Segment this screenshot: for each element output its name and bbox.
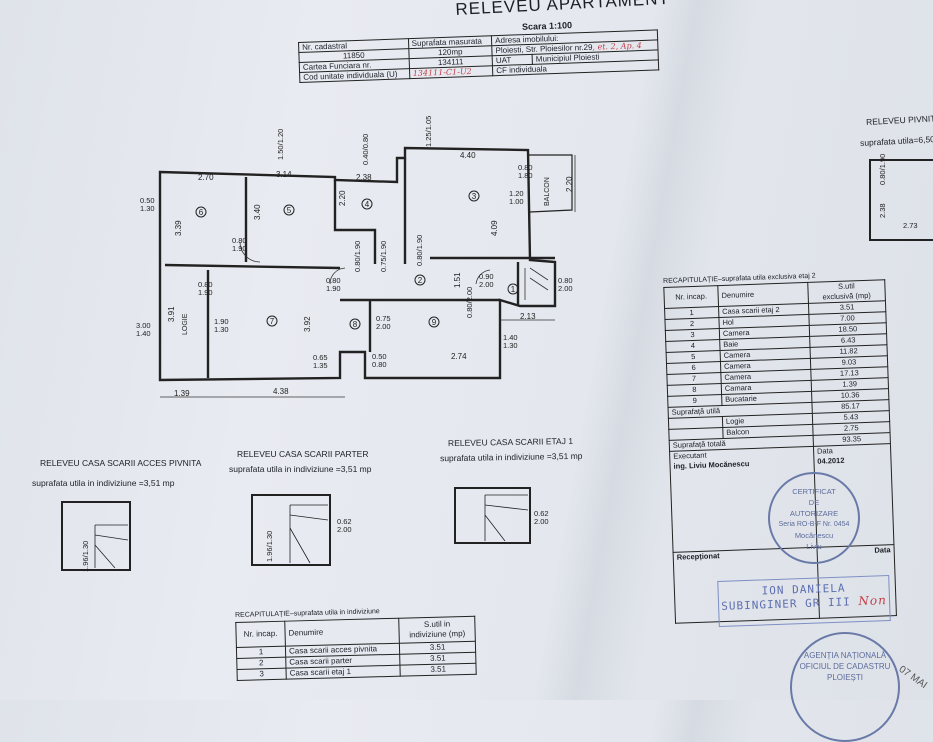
dim: 3.14 xyxy=(276,170,292,179)
svg-text:1.96/1.30: 1.96/1.30 xyxy=(265,531,274,562)
svg-text:6: 6 xyxy=(199,208,204,217)
opening-label: 0.80/1.90 xyxy=(353,241,362,272)
room-number-5: 5 xyxy=(283,204,295,216)
col-nr: Nr. incap. xyxy=(663,285,719,309)
dim: 3.39 xyxy=(174,220,183,236)
dim: 1.51 xyxy=(453,272,462,288)
dim: 3.40 xyxy=(253,204,262,220)
dim: 4.40 xyxy=(460,151,476,160)
svg-text:2: 2 xyxy=(418,276,423,285)
dim: 2.13 xyxy=(520,312,536,321)
svg-text:2.73: 2.73 xyxy=(903,221,918,230)
opening-label: 0.75/1.90 xyxy=(379,241,388,272)
room-number-8: 8 xyxy=(349,318,361,330)
balcon-label: BALCON xyxy=(544,177,551,206)
svg-text:7: 7 xyxy=(270,317,275,326)
room-number-6: 6 xyxy=(195,206,207,218)
plan-dimensions: 2.70 3.14 2.38 4.40 3.39 3.40 2.20 4.09 … xyxy=(167,151,574,398)
room-number-4: 4 xyxy=(361,198,373,210)
dim: 4.38 xyxy=(273,387,289,396)
plan-dimension-lines xyxy=(160,155,576,398)
room-number-2: 2 xyxy=(414,274,426,286)
svg-text:0.622.00: 0.622.00 xyxy=(337,517,352,534)
room-number-7: 7 xyxy=(266,315,278,327)
recap-indiviziune-table: RECAPITULAȚIE–suprafata utila in indiviz… xyxy=(235,606,477,681)
svg-text:9: 9 xyxy=(432,318,437,327)
svg-text:1: 1 xyxy=(511,285,516,294)
svg-text:4: 4 xyxy=(365,200,370,209)
svg-text:0.80/1.90: 0.80/1.90 xyxy=(878,154,887,185)
dim: 2.70 xyxy=(198,173,214,182)
opening-label: 0.80/1.90 xyxy=(415,235,424,266)
svg-text:2.38: 2.38 xyxy=(878,203,887,218)
opening-label: 1.50/1.20 xyxy=(276,129,285,160)
svg-text:0.622.00: 0.622.00 xyxy=(534,509,549,526)
stair-area-pivnita: suprafata utila in indiviziune =3,51 mp xyxy=(32,478,175,488)
stair-sketches xyxy=(61,159,933,571)
svg-text:3: 3 xyxy=(472,192,477,201)
floor-plan-drawing: 6 5 4 3 2 1 7 8 9 2.70 3.14 2.38 4.40 3.… xyxy=(61,116,933,572)
dim: 2.20 xyxy=(338,190,347,206)
plan-walls xyxy=(158,146,573,382)
stair-title-pivnita: RELEVEU CASA SCARII ACCES PIVNITA xyxy=(40,458,202,468)
dim: 2.20 xyxy=(565,176,574,192)
stair-area-parter: suprafata utila in indiviziune =3,51 mp xyxy=(229,464,372,474)
room-number-9: 9 xyxy=(428,316,440,328)
recap-exclusive-table: RECAPITULAȚIE–suprafata utila exclusiva … xyxy=(663,270,897,624)
dim: 2.74 xyxy=(451,352,467,361)
dim: 4.09 xyxy=(490,220,499,236)
svg-text:1.96/1.30: 1.96/1.30 xyxy=(81,541,90,572)
room-number-3: 3 xyxy=(468,190,480,202)
opening-label: 1.25/1.05 xyxy=(424,116,433,147)
svg-text:8: 8 xyxy=(353,320,358,329)
dim: 2.38 xyxy=(356,173,372,182)
room-number-1: 1 xyxy=(507,283,519,295)
logie-label: LOGIE xyxy=(182,313,189,335)
dim: 1.39 xyxy=(174,389,190,398)
opening-label: 0.40/0.80 xyxy=(361,134,370,165)
dim: 3.92 xyxy=(303,316,312,332)
dim: 3.91 xyxy=(167,306,176,322)
room-labels: 6 5 4 3 2 1 7 8 9 xyxy=(195,190,519,330)
stair-title-parter: RELEVEU CASA SCARII PARTER xyxy=(237,449,369,459)
svg-text:5: 5 xyxy=(287,206,292,215)
opening-label: 0.80/2.00 xyxy=(465,287,474,318)
